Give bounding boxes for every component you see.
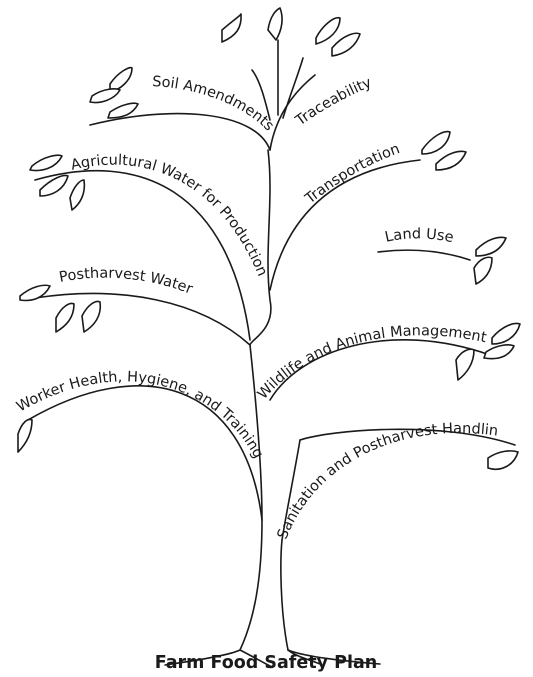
label-postharvest-water: Postharvest Water	[58, 266, 195, 298]
label-worker-health: Worker Health, Hygiene, and Training	[14, 369, 266, 461]
label-agricultural-water: Agricultural Water for Production	[69, 153, 270, 279]
tree-trunk	[164, 149, 381, 667]
label-transportation: Transportation	[302, 141, 402, 208]
diagram-title: Farm Food Safety Plan	[155, 653, 377, 673]
label-traceability: Traceability	[292, 75, 374, 130]
label-wildlife-animal-management: Wildlife and Animal Management	[255, 323, 488, 402]
label-land-use: Land Use	[383, 226, 454, 246]
tree-leaves	[17, 7, 521, 470]
branch-labels: Soil Amendments Traceability Agricultura…	[0, 0, 499, 541]
branch-lines	[27, 39, 516, 521]
label-soil-amendments: Soil Amendments	[152, 74, 277, 134]
